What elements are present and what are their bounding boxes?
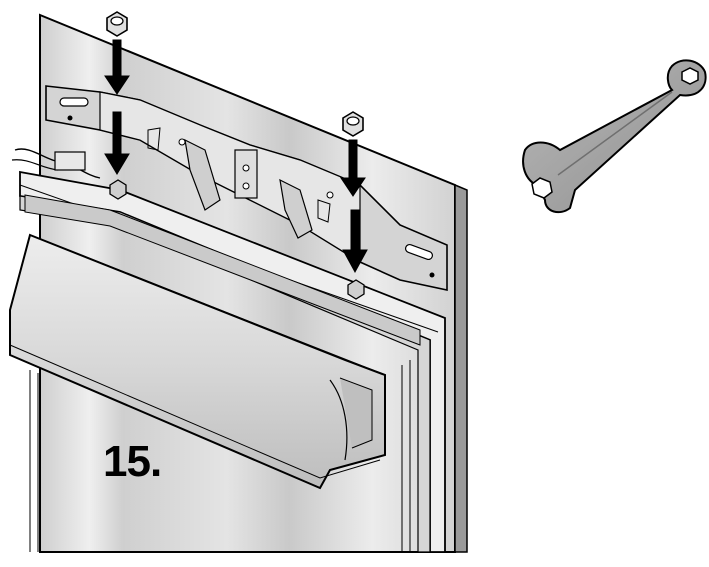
liner-top xyxy=(24,194,421,346)
down-arrow-icon xyxy=(342,209,368,274)
wrench-icon xyxy=(522,59,707,214)
hex-nut-icon xyxy=(109,179,127,200)
hex-nut-icon xyxy=(347,279,365,300)
step-number: 15. xyxy=(103,437,162,486)
wire-harness xyxy=(11,148,101,179)
mounting-bracket xyxy=(45,85,448,291)
flap-door xyxy=(9,233,386,552)
hex-nut-icon xyxy=(342,111,364,137)
down-arrow-icon xyxy=(104,111,130,175)
down-arrow-icon xyxy=(340,139,366,197)
down-arrow-icon xyxy=(104,39,130,95)
hex-nut-icon xyxy=(106,11,128,37)
